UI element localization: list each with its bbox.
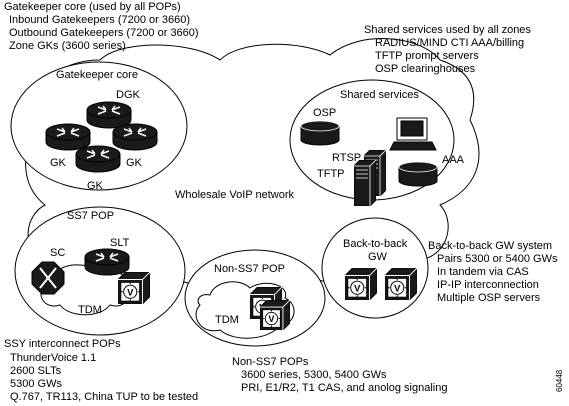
b2b-title-line1: Back-to-back	[343, 238, 408, 250]
tftp-label: TFTP	[317, 168, 345, 180]
bottom-left-note-item: ThunderVoice 1.1	[10, 352, 97, 364]
slt-router-icon	[84, 248, 130, 276]
dgk-router-icon	[86, 101, 132, 129]
gk-core-title: Gatekeeper core	[56, 69, 138, 81]
slt-label: SLT	[110, 237, 130, 249]
network-label: Wholesale VoIP network	[175, 189, 295, 201]
top-left-note-title: Gatekeeper core (used by all POPs)	[4, 1, 181, 13]
tftp-server-icon	[354, 160, 376, 206]
top-right-note-item: TFTP prompt servers	[375, 50, 479, 62]
rtsp-label: RTSP	[332, 152, 361, 164]
voice-switch-icon	[385, 268, 417, 300]
b2b-title-line2: GW	[368, 251, 388, 263]
shared-services-title: Shared services	[340, 89, 419, 101]
sc-label: SC	[50, 247, 65, 259]
top-right-note-item: RADIUS/MIND CTI AAA/billing	[375, 37, 525, 49]
bottom-left-note-item: Q.767, TR113, China TUP to be tested	[10, 391, 199, 403]
b2b-note-item: Multiple OSP servers	[437, 292, 541, 304]
bottom-mid-note-title: Non-SS7 POPs	[232, 356, 309, 368]
gk-router-icon	[112, 123, 158, 151]
osp-label: OSP	[313, 107, 336, 119]
top-left-note-item: Outbound Gatekeepers (7200 or 3660)	[9, 27, 199, 39]
bottom-mid-note-item: 3600 series, 5300, 5400 GWs	[241, 369, 387, 381]
b2b-note-item: In tandem via CAS	[437, 266, 529, 278]
top-right-note-title: Shared services used by all zones	[364, 24, 531, 36]
b2b-note-item: Pairs 5300 or 5400 GWs	[437, 253, 558, 265]
voice-switch-icon	[345, 268, 377, 300]
bottom-mid-note-item: PRI, E1/R2, T1 CAS, and anolog signaling	[241, 382, 448, 394]
ss7-tdm-label: TDM	[78, 304, 102, 316]
top-left-note-item: Zone GKs (3600 series)	[9, 40, 126, 52]
voice-switch-icon	[260, 300, 290, 330]
gk-bottom-label: GK	[87, 180, 104, 192]
figure-id: 60448	[555, 369, 564, 392]
aaa-label: AAA	[442, 154, 465, 166]
dgk-label: DGK	[116, 89, 141, 101]
gk-right-label: GK	[126, 157, 143, 169]
non-ss7-pop-title: Non-SS7 POP	[214, 263, 285, 275]
non-ss7-tdm-label: TDM	[215, 314, 239, 326]
gk-left-label: GK	[50, 157, 67, 169]
b2b-note-title: Back-to-back GW system	[428, 240, 553, 252]
top-left-note-item: Inbound Gatekeepers (7200 or 3660)	[9, 14, 191, 26]
bottom-left-note-item: 2600 SLTs	[10, 365, 62, 377]
ss7-pop-title: SS7 POP	[67, 210, 114, 222]
bottom-left-note-title: SSY interconnect POPs	[4, 338, 121, 350]
gk-router-icon	[45, 123, 91, 151]
bottom-left-note-item: 5300 GWs	[10, 378, 62, 390]
top-right-note-item: OSP clearinghouses	[375, 63, 476, 75]
osp-database-icon	[300, 120, 340, 146]
b2b-note-item: IP-IP interconnection	[437, 279, 539, 291]
aaa-database-icon	[398, 161, 438, 187]
workstation-icon	[389, 117, 437, 151]
signaling-controller-icon	[31, 261, 65, 295]
voice-switch-icon	[118, 272, 150, 304]
gk-router-icon	[75, 145, 121, 173]
